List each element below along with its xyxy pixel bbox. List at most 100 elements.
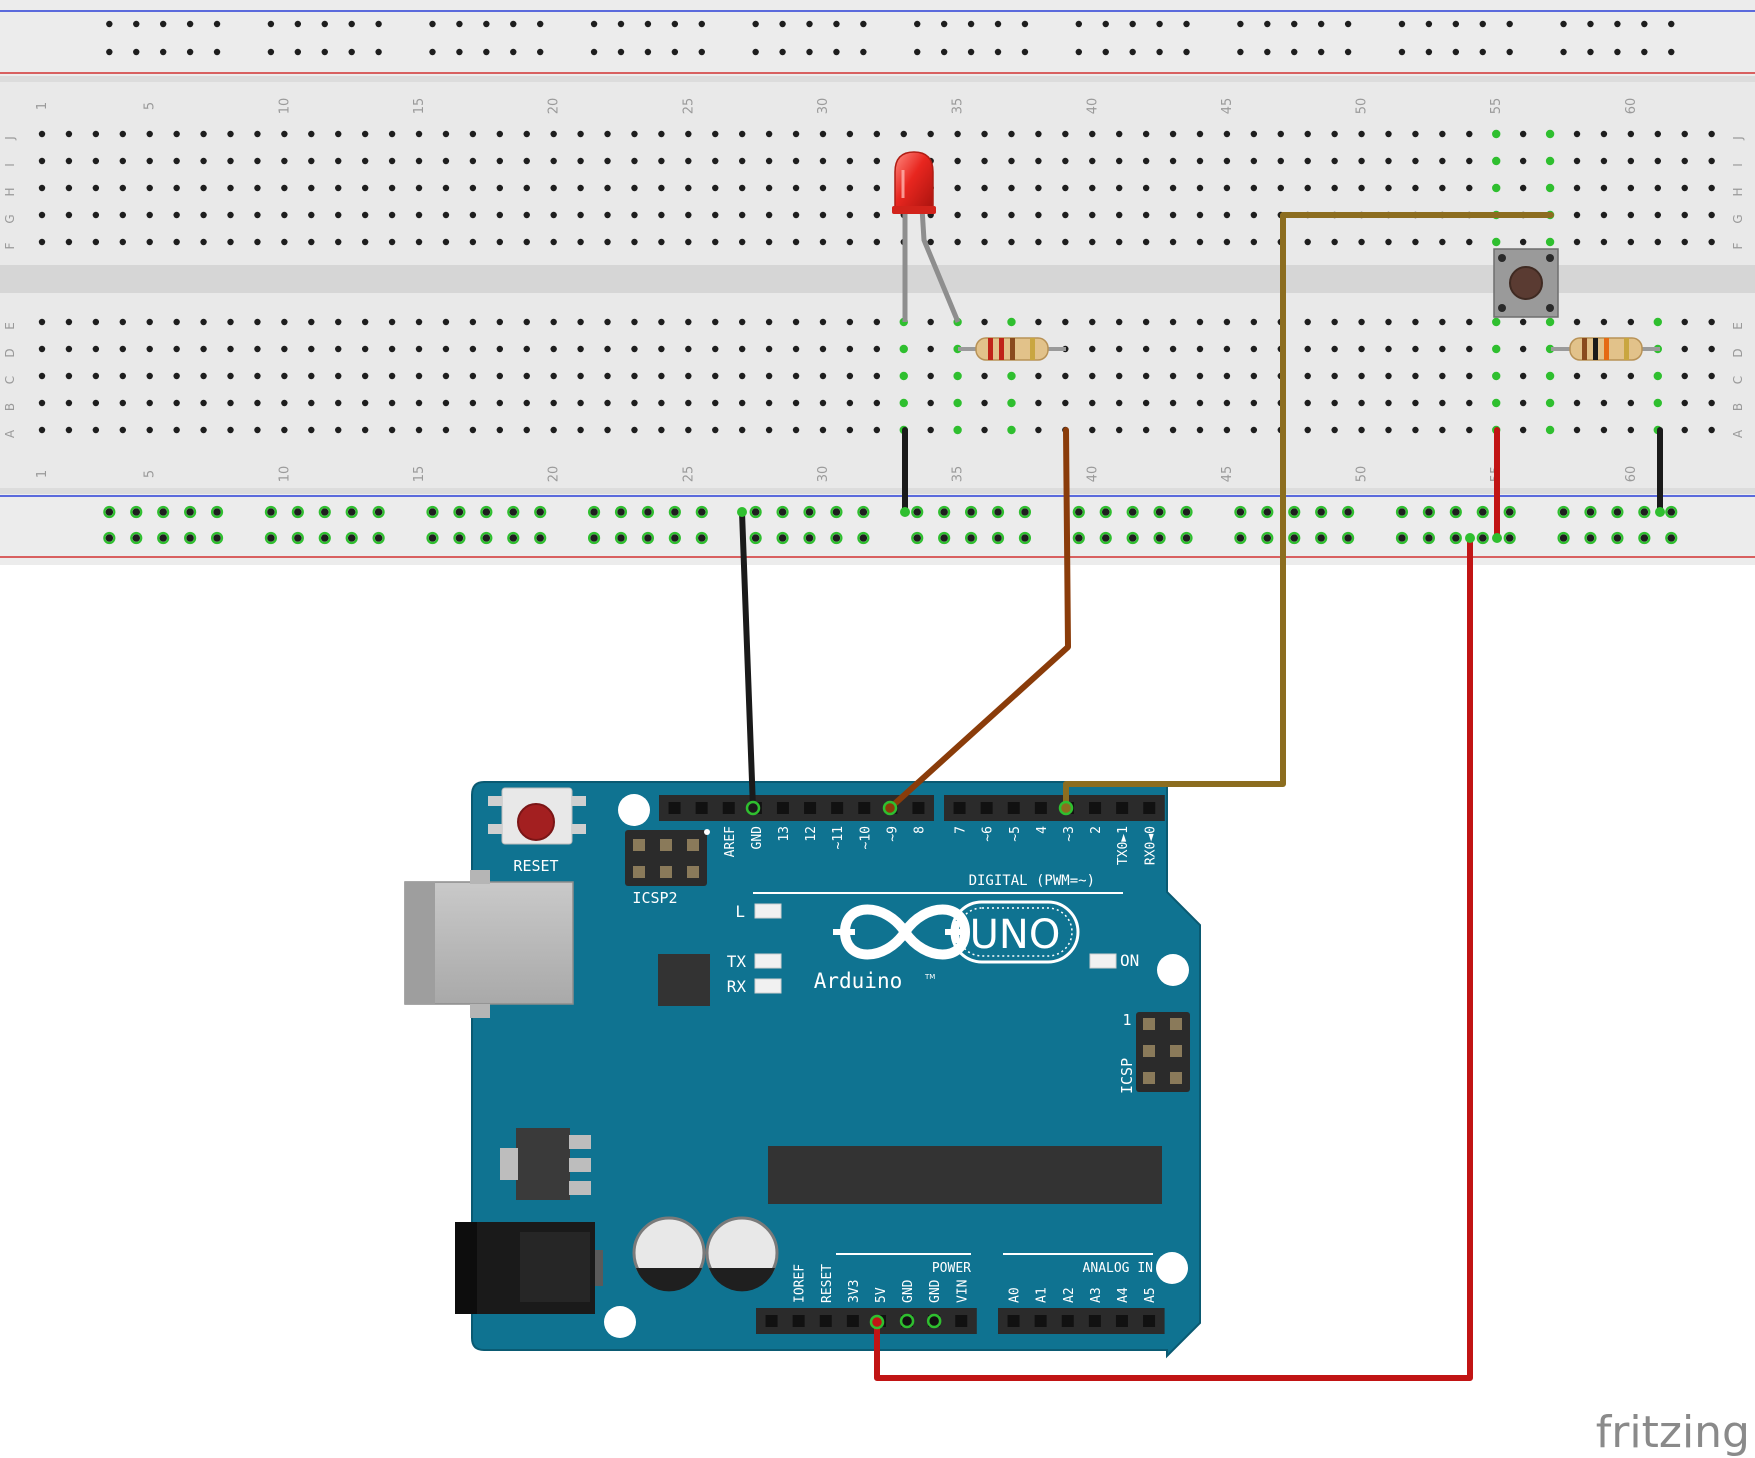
- breadboard-hole: [1573, 184, 1581, 192]
- header-socket[interactable]: [912, 802, 925, 814]
- breadboard-hole: [469, 157, 477, 165]
- header-socket[interactable]: [792, 1315, 805, 1327]
- breadboard-hole: [281, 399, 288, 407]
- header-socket[interactable]: [831, 802, 844, 814]
- breadboard-hole: [227, 211, 234, 219]
- rail-hole: [940, 534, 948, 542]
- wire-end: [745, 800, 761, 816]
- rail-hole: [1075, 48, 1083, 56]
- breadboard-hole: [1196, 426, 1204, 434]
- led-l: [754, 903, 782, 919]
- rail-hole-connected: [641, 531, 655, 545]
- breadboard-hole: [846, 399, 854, 407]
- icsp-label: ICSP: [1118, 1058, 1136, 1094]
- breadboard-hole: [38, 372, 46, 380]
- breadboard-hole: [200, 211, 207, 219]
- header-socket[interactable]: [955, 1315, 968, 1327]
- breadboard-hole: [1304, 399, 1311, 407]
- header-socket[interactable]: [668, 802, 681, 814]
- breadboard-hole: [1358, 157, 1365, 165]
- breadboard-hole: [146, 157, 153, 165]
- header-socket[interactable]: [776, 802, 789, 814]
- reset-button[interactable]: [488, 787, 586, 845]
- header-socket[interactable]: [1088, 1315, 1101, 1327]
- header-socket[interactable]: [1034, 802, 1047, 814]
- breadboard-hole: [173, 318, 180, 326]
- red-led[interactable]: [892, 151, 961, 323]
- breadboard-hole: [361, 238, 369, 246]
- breadboard-hole: [388, 318, 396, 326]
- breadboard-hole: [685, 157, 692, 165]
- rail-hole-connected: [964, 505, 978, 519]
- header-socket[interactable]: [819, 1315, 832, 1327]
- wire-5v-red[interactable]: [874, 535, 1473, 1381]
- breadboard-hole: [1439, 130, 1446, 138]
- breadboard-hole: [254, 318, 261, 326]
- header-socket[interactable]: [980, 802, 993, 814]
- header-socket[interactable]: [804, 802, 817, 814]
- breadboard-hole: [308, 130, 315, 138]
- rail-hole: [697, 534, 706, 542]
- header-socket[interactable]: [1116, 802, 1129, 814]
- rail-hole: [671, 508, 679, 516]
- rail-hole-connected: [318, 505, 331, 519]
- breadboard-hole: [712, 345, 719, 353]
- resistor-led[interactable]: [958, 337, 1066, 361]
- rail-hole: [859, 508, 868, 516]
- rail-hole: [482, 534, 491, 542]
- breadboard-hole: [550, 130, 557, 138]
- rail-hole: [1668, 48, 1675, 56]
- button-cap[interactable]: [1509, 266, 1543, 300]
- breadboard-hole: [792, 157, 800, 165]
- header-socket[interactable]: [1061, 1315, 1074, 1327]
- row-letter: H: [3, 187, 17, 196]
- breadboard-hole: [981, 318, 988, 326]
- breadboard-hole: [927, 426, 934, 434]
- header-socket[interactable]: [1115, 1315, 1128, 1327]
- pushbutton[interactable]: [1493, 248, 1559, 318]
- header-socket[interactable]: [722, 802, 735, 814]
- wire-end: [1655, 507, 1665, 517]
- breadboard-hole: [953, 398, 962, 408]
- header-socket[interactable]: [765, 1315, 778, 1327]
- header-socket[interactable]: [1034, 1315, 1047, 1327]
- breadboard-hole: [550, 399, 557, 407]
- rail-hole: [778, 534, 787, 542]
- breadboard-hole: [1708, 372, 1715, 380]
- breadboard-hole: [1412, 426, 1419, 434]
- header-socket[interactable]: [846, 1315, 859, 1327]
- rail-hole: [1183, 20, 1190, 28]
- pin-label: ~6: [981, 826, 996, 842]
- wire-gnd-black[interactable]: [739, 509, 756, 811]
- breadboard-hole: [1708, 157, 1715, 165]
- header-socket[interactable]: [1089, 802, 1102, 814]
- breadboard-hole: [281, 184, 288, 192]
- resistor-button[interactable]: [1551, 337, 1660, 361]
- rail-hole: [347, 534, 356, 542]
- header-socket[interactable]: [1143, 802, 1156, 814]
- fritzing-watermark: fritzing: [1596, 1407, 1750, 1458]
- rail-hole-connected: [291, 531, 304, 545]
- header-socket[interactable]: [953, 802, 966, 814]
- breadboard-hole: [1412, 157, 1419, 165]
- breadboard-hole: [1035, 399, 1042, 407]
- resistor-band: [1010, 338, 1015, 360]
- wire-pin3-gold[interactable]: [1063, 212, 1554, 811]
- header-socket[interactable]: [695, 802, 708, 814]
- breadboard-hole: [200, 399, 207, 407]
- header-socket[interactable]: [1007, 1315, 1020, 1327]
- breadboard-hole: [1492, 317, 1501, 327]
- breadboard-hole: [442, 318, 450, 326]
- breadboard-hole: [92, 426, 100, 434]
- header-socket[interactable]: [858, 802, 871, 814]
- rail-hole: [159, 20, 167, 28]
- breadboard-hole: [1545, 371, 1555, 381]
- breadboard-hole: [658, 372, 665, 380]
- rail-hole-connected: [1584, 531, 1597, 545]
- column-number: 15: [412, 98, 427, 115]
- breadboard-hole: [1089, 345, 1096, 353]
- breadboard-hole: [1358, 130, 1365, 138]
- wire-pin9-brown[interactable]: [887, 427, 1071, 811]
- header-socket[interactable]: [1143, 1315, 1156, 1327]
- header-socket[interactable]: [1007, 802, 1020, 814]
